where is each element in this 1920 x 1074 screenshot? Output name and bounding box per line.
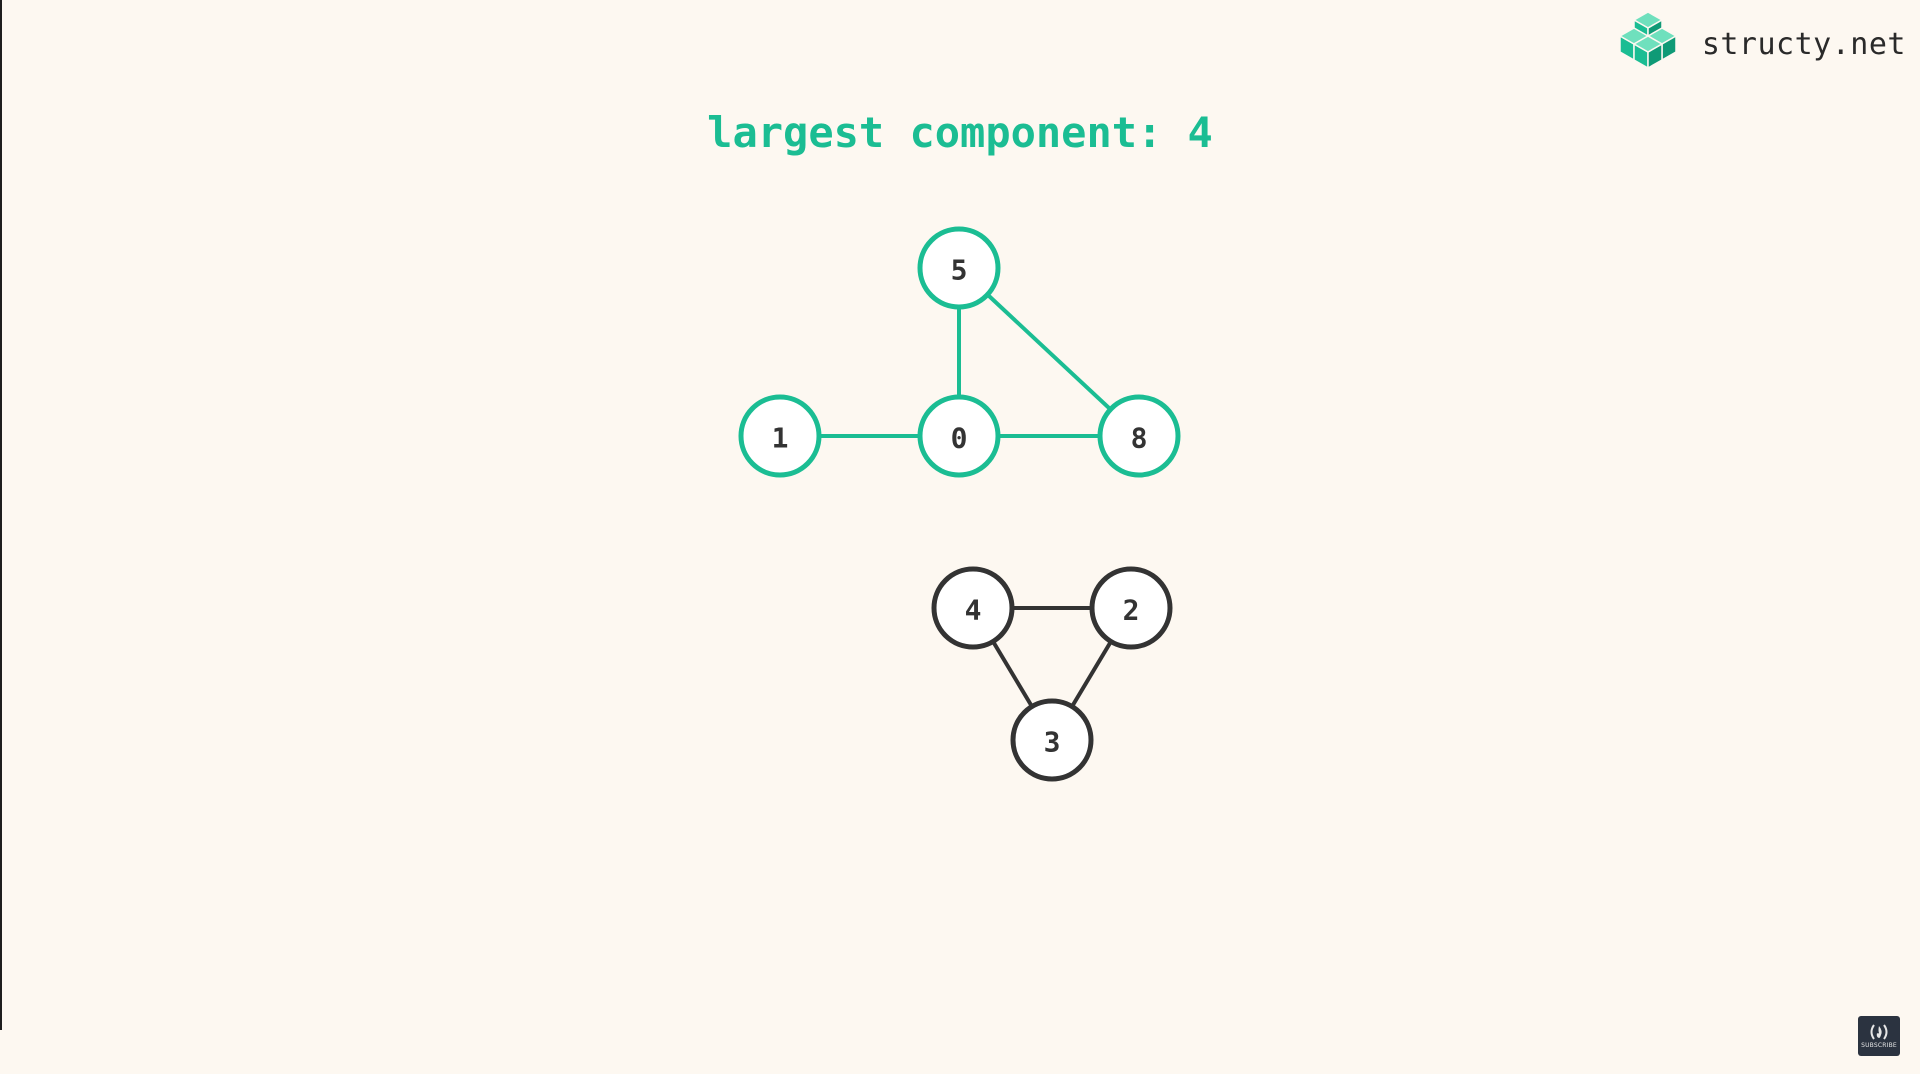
left-divider bbox=[0, 0, 2, 1030]
node-label-0: 0 bbox=[951, 422, 968, 455]
node-circle-8 bbox=[1097, 394, 1181, 478]
node-circle-2 bbox=[1089, 566, 1173, 650]
node-label-5: 5 bbox=[951, 254, 968, 287]
title-prefix: largest component: bbox=[707, 108, 1163, 157]
node-4: 4 bbox=[931, 566, 1015, 650]
subscribe-badge[interactable]: SUBSCRIBE bbox=[1858, 1016, 1900, 1056]
node-label-1: 1 bbox=[772, 422, 789, 455]
page-title: largest component: 4 bbox=[0, 108, 1920, 157]
node-circle-3 bbox=[1010, 698, 1094, 782]
brand: structy.net bbox=[1612, 8, 1906, 81]
node-3: 3 bbox=[1010, 698, 1094, 782]
node-label-3: 3 bbox=[1044, 726, 1061, 759]
subscribe-label: SUBSCRIBE bbox=[1861, 1042, 1897, 1049]
node-1: 1 bbox=[738, 394, 822, 478]
node-circle-4 bbox=[931, 566, 1015, 650]
isometric-cube-stack-icon bbox=[1612, 8, 1684, 81]
node-circle-0 bbox=[917, 394, 1001, 478]
node-5: 5 bbox=[917, 226, 1001, 310]
node-0: 0 bbox=[917, 394, 1001, 478]
node-2: 2 bbox=[1089, 566, 1173, 650]
title-value: 4 bbox=[1187, 108, 1213, 157]
node-label-2: 2 bbox=[1123, 594, 1140, 627]
node-circle-1 bbox=[738, 394, 822, 478]
node-label-4: 4 bbox=[965, 594, 982, 627]
node-8: 8 bbox=[1097, 394, 1181, 478]
node-label-8: 8 bbox=[1131, 422, 1148, 455]
freecodecamp-flame-icon bbox=[1870, 1024, 1888, 1040]
brand-name: structy.net bbox=[1701, 27, 1906, 62]
node-circle-5 bbox=[917, 226, 1001, 310]
